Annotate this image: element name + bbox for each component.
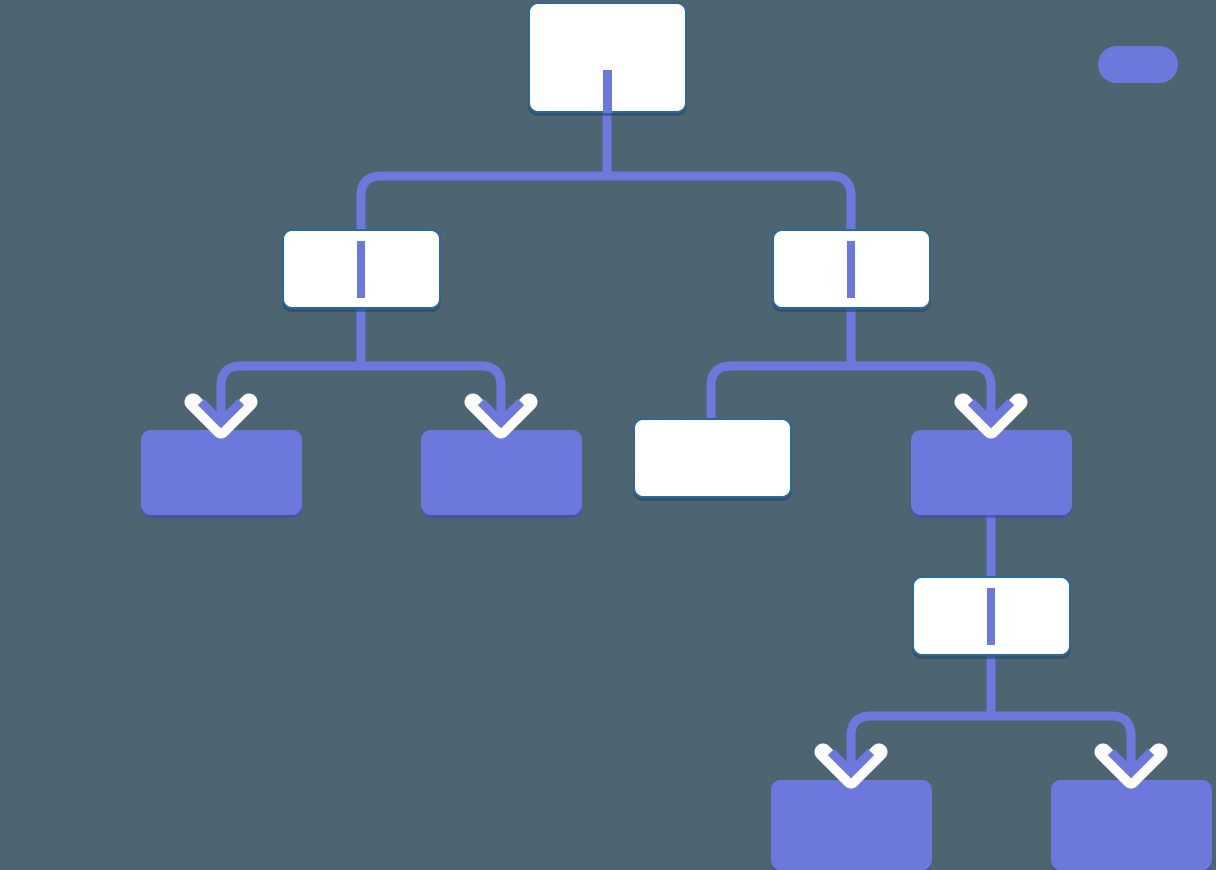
node-level1-right-line [847,241,855,298]
node-level2-first[interactable] [141,430,302,515]
node-level4-left[interactable] [771,780,932,870]
node-level2-third[interactable] [633,418,792,498]
root-stem-glyph [603,70,612,113]
node-level2-second[interactable] [421,430,582,515]
node-level3-line [987,588,995,645]
node-root[interactable] [528,2,1178,113]
node-level1-left-line [357,241,365,298]
node-level4-right[interactable] [1051,780,1212,870]
node-level2-fourth[interactable] [911,430,1072,515]
root-pill-glyph [1098,46,1178,83]
